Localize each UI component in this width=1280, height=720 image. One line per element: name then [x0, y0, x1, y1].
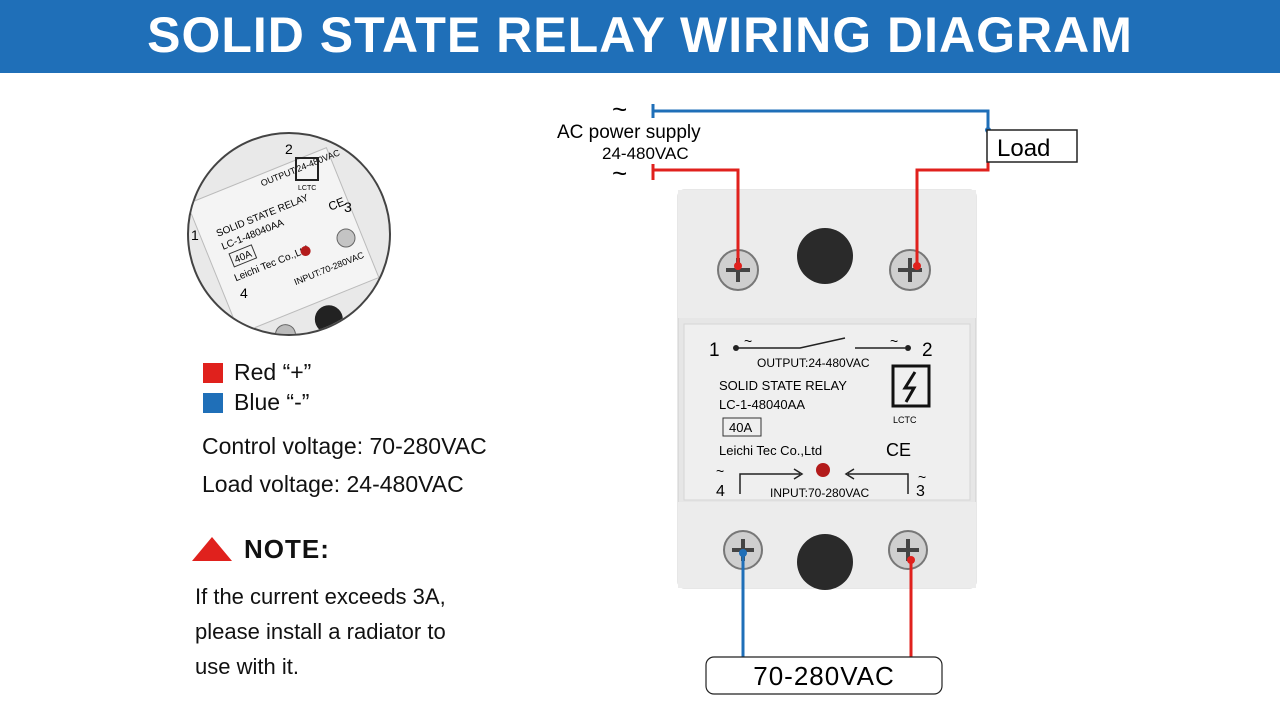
relay-maker-text: Leichi Tec Co.,Ltd	[719, 443, 822, 458]
input-arrow-left	[739, 468, 804, 494]
zoom-screw	[274, 324, 296, 334]
title-banner: SOLID STATE RELAY WIRING DIAGRAM	[0, 0, 1280, 73]
relay-terminal-2: 2	[922, 340, 933, 361]
relay-terminal-1: 1	[709, 340, 720, 361]
note-line-2: please install a radiator to	[195, 619, 446, 644]
zoom-ce-text: CE	[326, 194, 347, 213]
terminal-2-node	[913, 262, 921, 270]
load-voltage-spec: Load voltage: 24-480VAC	[202, 471, 464, 497]
load-label: Load	[997, 135, 1050, 162]
terminal-3-node	[907, 556, 915, 564]
ac-supply-label: AC power supply	[557, 122, 701, 143]
red-supply-wire	[653, 168, 740, 266]
rating-box	[722, 417, 762, 437]
note-line-1: If the current exceeds 3A,	[195, 584, 446, 609]
output-tilde-left: ~	[744, 333, 752, 349]
red-load-wire	[915, 162, 990, 266]
relay-terminal-4: 4	[716, 483, 725, 500]
control-voltage-spec: Control voltage: 70-280VAC	[202, 433, 487, 459]
switch-symbol	[733, 337, 911, 351]
zoom-brand-text: LCTC	[298, 185, 316, 192]
zoom-terminal-4: 4	[240, 285, 248, 301]
terminal-4-node	[739, 549, 747, 557]
control-input-box	[705, 656, 943, 695]
relay-terminal-3: 3	[916, 483, 925, 500]
ce-mark: CE	[886, 440, 911, 460]
load-box	[986, 129, 1078, 163]
zoom-terminal-1: 1	[191, 227, 199, 243]
ac-tilde-bottom: ~	[612, 158, 627, 188]
terminal-screw-3	[888, 530, 928, 570]
terminal-1-node	[734, 262, 742, 270]
wiring-diagram: 1 2 ~ ~ OUTPUT:24-480VAC SOLID STATE REL…	[557, 94, 1078, 695]
ac-tilde-top: ~	[612, 94, 627, 124]
legend-red-label: Red “+”	[234, 359, 312, 385]
relay-input-text: INPUT:70-280VAC	[770, 486, 869, 500]
legend-red-swatch	[203, 363, 223, 383]
zoom-logo-icon	[295, 157, 319, 181]
ac-range-label: 24-480VAC	[602, 144, 689, 163]
zoom-screw-2	[336, 228, 356, 248]
zoom-circle: OUTPUT:24-480VAC SOLID STATE RELAY LC-1-…	[187, 132, 391, 336]
brand-text: LCTC	[893, 415, 917, 425]
zoom-terminal-3: 3	[344, 199, 352, 215]
zoom-led	[300, 246, 311, 257]
terminal-screw-2	[889, 249, 931, 291]
input-arrow-right	[844, 468, 909, 494]
warning-triangle-icon	[192, 537, 232, 561]
relay-top-hole	[797, 228, 853, 284]
blue-supply-wire	[653, 109, 990, 130]
legend-blue-label: Blue “-”	[234, 389, 310, 415]
zoom-terminal-2: 2	[285, 141, 293, 157]
input-tilde-left: ~	[716, 463, 724, 479]
legend-blue-swatch	[203, 393, 223, 413]
relay-rating-text: 40A	[729, 420, 752, 435]
relay-output-text: OUTPUT:24-480VAC	[757, 356, 870, 370]
note-title: NOTE:	[244, 534, 330, 564]
status-led	[816, 463, 830, 477]
note-line-3: use with it.	[195, 654, 299, 679]
output-tilde-right: ~	[890, 333, 898, 349]
control-input-label: 70-280VAC	[753, 661, 895, 691]
brand-logo-icon	[891, 364, 931, 408]
relay-name-text: SOLID STATE RELAY	[719, 378, 847, 393]
relay-bottom-hole	[797, 534, 853, 590]
page-title: SOLID STATE RELAY WIRING DIAGRAM	[147, 7, 1133, 63]
input-tilde-right: ~	[918, 469, 926, 485]
relay-model-text: LC-1-48040AA	[719, 397, 805, 412]
